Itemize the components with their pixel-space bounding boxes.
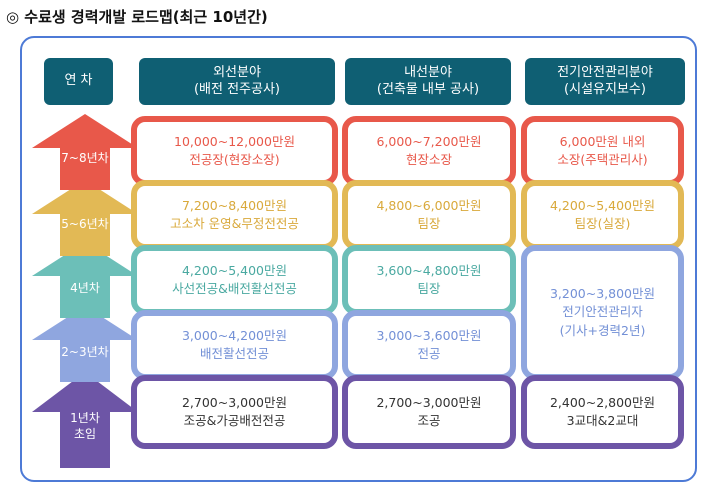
- col3-cell-2-4: 3,200~3,800만원 전기안전관리자 (기사+경력2년): [521, 245, 684, 380]
- col2-role: 팀장: [417, 216, 441, 231]
- page-title: ◎ 수료생 경력개발 로드맵(최근 10년간): [6, 8, 268, 26]
- col2-role: 조공: [417, 413, 441, 428]
- col1-salary: 10,000~12,000만원: [174, 133, 295, 149]
- header-col2-subtitle: (건축물 내부 공사): [376, 81, 480, 97]
- header-col2-title: 내선분야: [404, 64, 452, 80]
- header-col3-subtitle: (시설유지보수): [564, 81, 646, 97]
- arrow-year-7-8: 7~8년차: [30, 112, 140, 192]
- arrow-year-5-6-label: 5~6년차: [61, 217, 109, 231]
- col2-cell-7-8: 6,000~7,200만원 현장소장: [342, 116, 516, 186]
- arrow-year-1: 1년차 초임: [30, 370, 140, 470]
- header-col1: 외선분야 (배전 전주공사): [139, 58, 335, 105]
- col1-role: 전공장(현장소장): [189, 152, 280, 167]
- col1-salary: 3,000~4,200만원: [181, 327, 288, 343]
- col1-cell-4: 4,200~5,400만원 사선전공&배전활선전공: [131, 245, 338, 315]
- col3-qualification: (기사+경력2년): [559, 322, 646, 338]
- col1-cell-7-8: 10,000~12,000만원 전공장(현장소장): [131, 116, 338, 186]
- col2-cell-5-6: 4,800~6,000만원 팀장: [342, 180, 516, 250]
- col3-salary: 2,400~2,800만원: [549, 394, 656, 410]
- header-col3-title: 전기안전관리분야: [557, 64, 653, 80]
- col2-cell-1: 2,700~3,000만원 조공: [342, 375, 516, 449]
- header-col3: 전기안전관리분야 (시설유지보수): [525, 58, 685, 105]
- col2-cell-2-3: 3,000~3,600만원 전공: [342, 310, 516, 380]
- col1-cell-5-6: 7,200~8,400만원 고소차 운영&무정전전공: [131, 180, 338, 250]
- col2-salary: 4,800~6,000만원: [376, 197, 482, 213]
- col3-salary: 4,200~5,400만원: [549, 197, 656, 213]
- arrow-year-7-8-label: 7~8년차: [61, 151, 109, 165]
- col1-salary: 7,200~8,400만원: [181, 197, 288, 213]
- col3-role: 전기안전관리자: [562, 304, 643, 320]
- col2-salary: 3,000~3,600만원: [376, 327, 482, 343]
- col3-salary: 6,000만원 내외: [559, 133, 646, 149]
- header-col2: 내선분야 (건축물 내부 공사): [345, 58, 511, 105]
- col1-role: 조공&가공배전전공: [183, 413, 286, 428]
- col1-role: 배전활선전공: [199, 346, 269, 361]
- col3-cell-7-8: 6,000만원 내외 소장(주택관리사): [521, 116, 684, 186]
- header-years: 연 차: [44, 58, 113, 105]
- arrow-up-icon: [32, 114, 138, 190]
- arrow-year-1-line1: 1년차: [70, 411, 100, 425]
- col1-salary: 2,700~3,000만원: [181, 394, 288, 410]
- col2-salary: 3,600~4,800만원: [376, 262, 482, 278]
- col2-salary: 6,000~7,200만원: [376, 133, 482, 149]
- arrow-year-2-3-label: 2~3년차: [61, 345, 109, 359]
- col3-cell-1: 2,400~2,800만원 3교대&2교대: [521, 375, 684, 449]
- arrow-up-icon: [32, 242, 138, 318]
- col3-role: 소장(주택관리사): [557, 152, 648, 167]
- arrow-year-2-3: 2~3년차: [30, 304, 140, 384]
- col1-cell-2-3: 3,000~4,200만원 배전활선전공: [131, 310, 338, 380]
- col2-role: 전공: [417, 346, 441, 361]
- arrow-up-icon: [32, 372, 138, 468]
- arrow-up-icon: [32, 306, 138, 382]
- col1-role: 사선전공&배전활선전공: [172, 281, 297, 296]
- arrow-year-1-label: 1년차 초임: [30, 410, 140, 442]
- col1-role: 고소차 운영&무정전전공: [170, 216, 299, 231]
- col2-role: 팀장: [417, 281, 441, 296]
- col1-cell-1: 2,700~3,000만원 조공&가공배전전공: [131, 375, 338, 449]
- col3-cell-5-6: 4,200~5,400만원 팀장(실장): [521, 180, 684, 250]
- arrow-year-5-6: 5~6년차: [30, 178, 140, 258]
- header-years-label: 연 차: [64, 73, 93, 89]
- col2-salary: 2,700~3,000만원: [376, 394, 482, 410]
- arrow-year-1-line2: 초임: [73, 427, 97, 442]
- header-col1-subtitle: (배전 전주공사): [193, 81, 281, 97]
- arrow-year-4: 4년차: [30, 240, 140, 320]
- col1-salary: 4,200~5,400만원: [181, 262, 288, 278]
- col2-cell-4: 3,600~4,800만원 팀장: [342, 245, 516, 315]
- col3-salary: 3,200~3,800만원: [549, 286, 656, 302]
- header-col1-title: 외선분야: [213, 64, 261, 80]
- col2-role: 현장소장: [405, 152, 452, 167]
- col3-role: 3교대&2교대: [566, 413, 639, 428]
- arrow-up-icon: [32, 180, 138, 256]
- arrow-year-4-label: 4년차: [70, 281, 100, 295]
- col3-role: 팀장(실장): [574, 216, 631, 231]
